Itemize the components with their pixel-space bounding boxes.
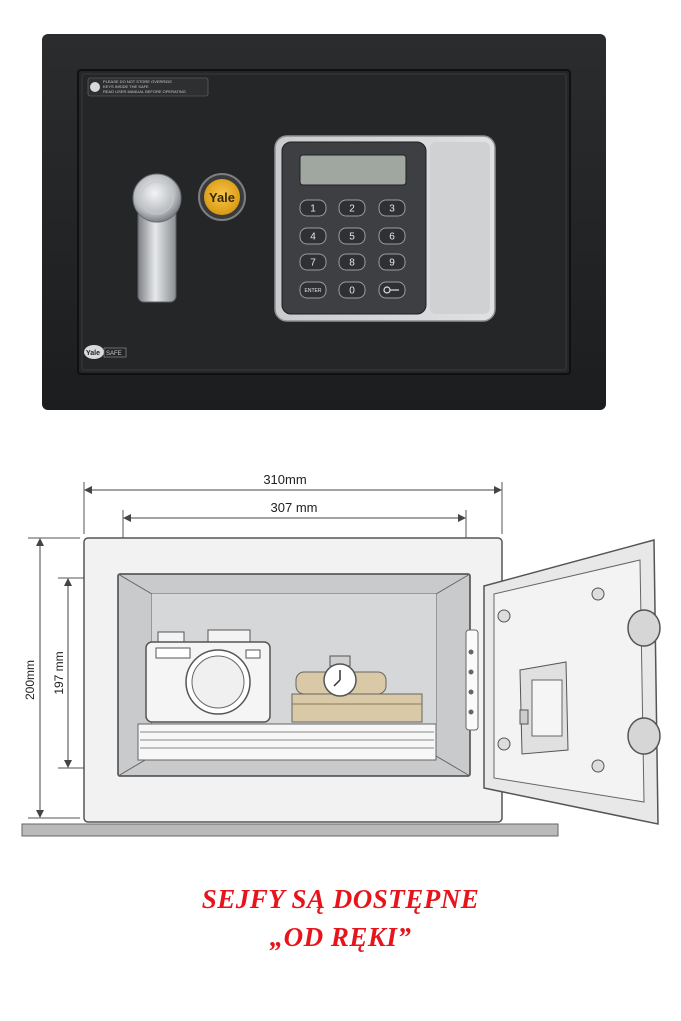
warning-label-line-1: PLEASE DO NOT STORE OVERRIDE	[103, 79, 172, 84]
camera-illustration	[145, 629, 271, 723]
keypad-key-8[interactable]: 8	[338, 253, 366, 271]
keypad-key-2[interactable]: 2	[338, 199, 366, 217]
keypad-key-label: 0	[349, 286, 355, 297]
tagline-line-1: SEJFY SĄ DOSTĘPNE	[201, 884, 480, 914]
floor-base	[21, 823, 559, 837]
inner-width-label: 307 mm	[271, 500, 318, 515]
keypad-key-label: 5	[349, 232, 355, 243]
keypad-key-label: 6	[389, 232, 395, 243]
keypad-key-1[interactable]: 1	[299, 199, 327, 217]
key-icon	[383, 286, 399, 294]
safe-dimension-diagram: 310mm 307 mm 200mm 197 mm	[21, 472, 661, 837]
keypad-key-label: 7	[310, 258, 316, 269]
outer-width-label: 310mm	[263, 472, 306, 487]
keypad-key-key[interactable]	[378, 281, 406, 299]
badge-safe-text: SAFE	[106, 351, 122, 357]
inner-height-label: 197 mm	[52, 651, 66, 694]
lcd-display	[299, 154, 407, 186]
keypad-key-label: ENTER	[305, 288, 322, 294]
availability-tagline: SEJFY SĄ DOSTĘPNE „OD RĘKI”	[0, 880, 681, 956]
documents-stack-illustration	[137, 723, 437, 761]
keypad-key-9[interactable]: 9	[378, 253, 406, 271]
door-handle[interactable]	[132, 173, 182, 303]
tagline-line-2: „OD RĘKI”	[269, 922, 412, 952]
keypad-key-4[interactable]: 4	[299, 227, 327, 245]
yale-safe-badge: Yale SAFE	[84, 345, 127, 359]
keypad-key-7[interactable]: 7	[299, 253, 327, 271]
keypad-key-label: 1	[310, 204, 316, 215]
warning-label: PLEASE DO NOT STORE OVERRIDE KEYS INSIDE…	[87, 77, 209, 97]
yale-lock-logo: Yale	[209, 190, 235, 205]
keypad-key-label: 4	[310, 232, 316, 243]
keypad-key-0[interactable]: 0	[338, 281, 366, 299]
keypad-key-enter[interactable]: ENTER	[299, 281, 327, 299]
keypad-key-3[interactable]: 3	[378, 199, 406, 217]
outer-height-label: 200mm	[23, 660, 37, 700]
keypad-key-label: 2	[349, 204, 355, 215]
keypad-key-5[interactable]: 5	[338, 227, 366, 245]
keypad-key-6[interactable]: 6	[378, 227, 406, 245]
outer-height-dimension: 200mm	[23, 537, 80, 819]
keypad-key-label: 9	[389, 258, 395, 269]
keypad-key-label: 3	[389, 204, 395, 215]
open-safe-door	[465, 539, 661, 825]
outer-width-dimension: 310mm	[83, 472, 503, 534]
warning-label-line-2: KEYS INSIDE THE SAFE	[103, 84, 149, 89]
safe-product-photo: PLEASE DO NOT STORE OVERRIDE KEYS INSIDE…	[42, 34, 606, 410]
warning-label-line-3: READ USER MANUAL BEFORE OPERATING	[103, 89, 186, 94]
keypad-key-label: 8	[349, 258, 355, 269]
badge-brand: Yale	[86, 350, 100, 357]
yale-key-lock[interactable]: Yale	[198, 173, 246, 221]
watch-illustration	[323, 655, 357, 697]
